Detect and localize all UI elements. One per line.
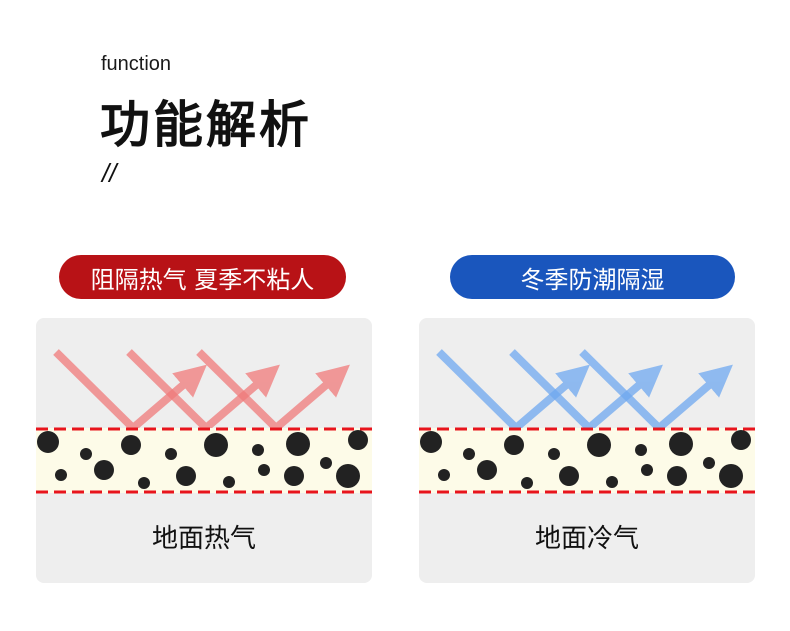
particle-dot bbox=[548, 448, 560, 460]
particle-dot bbox=[223, 476, 235, 488]
section-subtitle: function bbox=[101, 53, 171, 76]
particle-dot bbox=[204, 433, 228, 457]
heat-caption: 地面热气 bbox=[36, 518, 372, 555]
particle-dot bbox=[504, 435, 524, 455]
particle-dot bbox=[669, 432, 693, 456]
incoming-ray bbox=[56, 352, 133, 428]
heat-card: 地面热气 bbox=[36, 318, 372, 583]
particle-dot bbox=[286, 432, 310, 456]
particle-dot bbox=[521, 477, 533, 489]
heat-diagram bbox=[36, 318, 372, 518]
reflect-arrow-icon bbox=[439, 352, 579, 428]
particle-dot bbox=[420, 431, 442, 453]
winter-badge: 冬季防潮隔湿 bbox=[450, 255, 735, 299]
particle-dot bbox=[606, 476, 618, 488]
particle-dot bbox=[463, 448, 475, 460]
incoming-ray bbox=[199, 352, 276, 428]
particle-dot bbox=[320, 457, 332, 469]
reflected-ray bbox=[659, 374, 722, 428]
particle-dot bbox=[635, 444, 647, 456]
reflected-ray bbox=[589, 374, 652, 428]
cold-card: 地面冷气 bbox=[419, 318, 755, 583]
incoming-ray bbox=[439, 352, 516, 428]
particle-dot bbox=[703, 457, 715, 469]
winter-badge-label: 冬季防潮隔湿 bbox=[521, 260, 665, 295]
reflected-ray bbox=[276, 374, 339, 428]
particle-dot bbox=[55, 469, 67, 481]
particle-dot bbox=[121, 435, 141, 455]
section-title: 功能解析 bbox=[100, 85, 312, 157]
particle-dot bbox=[731, 430, 751, 450]
particle-dot bbox=[719, 464, 743, 488]
title-decoration: // bbox=[102, 158, 116, 189]
cold-diagram bbox=[419, 318, 755, 518]
particle-dot bbox=[138, 477, 150, 489]
reflected-ray bbox=[206, 374, 269, 428]
particle-dot bbox=[336, 464, 360, 488]
particle-dot bbox=[258, 464, 270, 476]
summer-badge: 阻隔热气 夏季不粘人 bbox=[59, 255, 346, 299]
particle-dot bbox=[641, 464, 653, 476]
particle-dot bbox=[94, 460, 114, 480]
particle-dot bbox=[348, 430, 368, 450]
particle-dot bbox=[438, 469, 450, 481]
particle-dot bbox=[165, 448, 177, 460]
particle-dot bbox=[587, 433, 611, 457]
particle-dot bbox=[37, 431, 59, 453]
particle-dot bbox=[80, 448, 92, 460]
particle-dot bbox=[477, 460, 497, 480]
particle-dot bbox=[667, 466, 687, 486]
particle-dot bbox=[176, 466, 196, 486]
cold-caption: 地面冷气 bbox=[419, 518, 755, 555]
particle-dot bbox=[284, 466, 304, 486]
summer-badge-label: 阻隔热气 夏季不粘人 bbox=[91, 260, 315, 295]
particle-dot bbox=[252, 444, 264, 456]
incoming-ray bbox=[582, 352, 659, 428]
reflect-arrow-icon bbox=[56, 352, 196, 428]
particle-dot bbox=[559, 466, 579, 486]
